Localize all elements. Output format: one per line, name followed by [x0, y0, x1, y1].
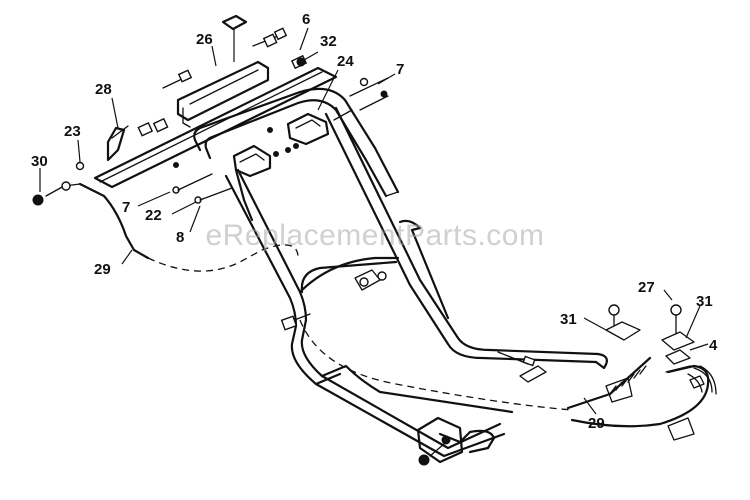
main-handle-frame: [224, 106, 608, 458]
decal-square: [221, 14, 248, 62]
callout-23: 23: [64, 123, 81, 140]
callout-28: 28: [95, 81, 112, 98]
callout-31-left: 31: [560, 311, 577, 328]
right-control-bail: [286, 77, 389, 146]
callout-31-right: 31: [696, 293, 713, 310]
upper-crossbar-panel: [93, 60, 338, 189]
callout-7-lower: 7: [122, 199, 130, 216]
left-linkage: [32, 125, 573, 411]
callout-4: 4: [709, 337, 718, 354]
control-bail: [193, 87, 400, 198]
callout-29-right: 29: [588, 415, 605, 432]
leader-lines: [39, 27, 709, 415]
callout-7-upper: 7: [396, 61, 404, 78]
callout-26: 26: [196, 31, 213, 48]
center-bracket: [280, 269, 547, 383]
callout-27: 27: [638, 279, 655, 296]
right-cable-assembly: [566, 304, 717, 441]
callout-6: 6: [302, 11, 310, 28]
callout-29-left: 29: [94, 261, 111, 278]
callout-24: 24: [337, 53, 354, 70]
callout-30: 30: [31, 153, 48, 170]
lower-pivot-bracket: [416, 416, 496, 466]
callout-22: 22: [145, 207, 162, 224]
callout-8: 8: [176, 229, 184, 246]
callout-32: 32: [320, 33, 337, 50]
left-control-bail: [172, 143, 299, 222]
callout-labels: 6 26 32 24 7 28 23 30 7 22 8 29 31 27 31…: [31, 11, 718, 432]
